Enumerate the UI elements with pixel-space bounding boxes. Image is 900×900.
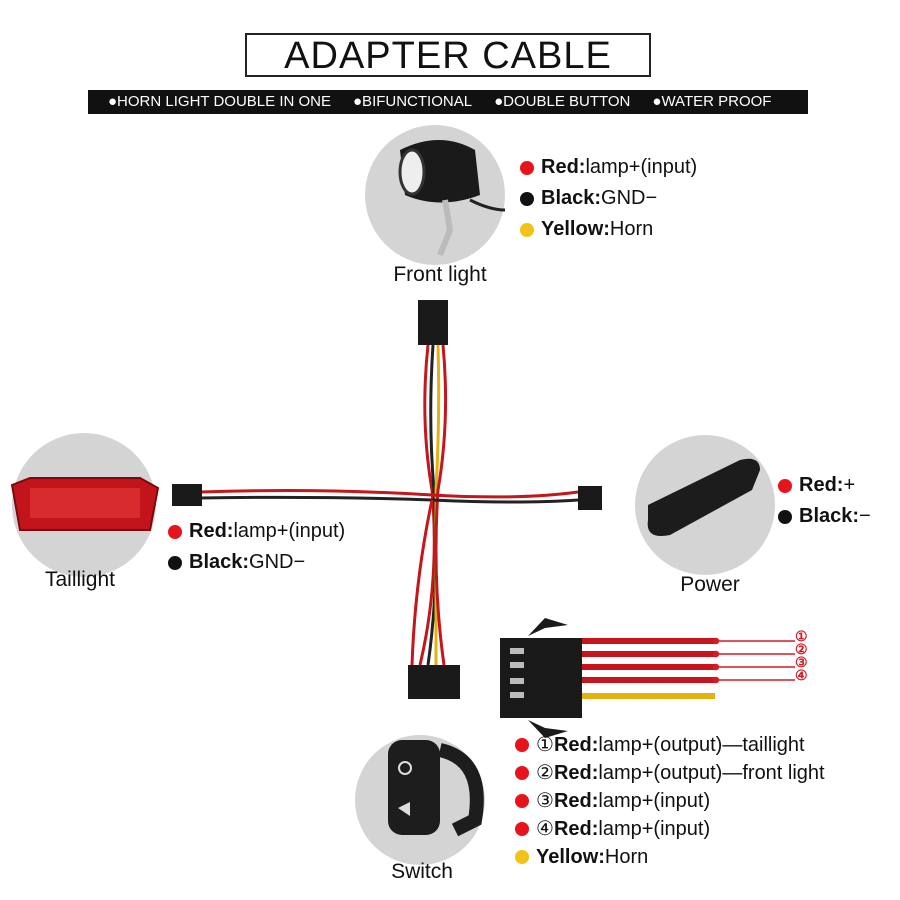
wire-color: Black: [189, 551, 250, 573]
pin-label: ② [795, 641, 808, 657]
wire-color: Red: [799, 474, 844, 496]
red-dot-icon [778, 478, 792, 493]
wire-color: Red: [189, 520, 234, 542]
red-dot-icon [515, 766, 529, 780]
wire-color: Red: [553, 762, 599, 784]
black-dot-icon [520, 191, 534, 206]
legend-item: Black:− [778, 501, 871, 532]
front-light-caption: Front light [393, 263, 487, 286]
wire-function: Horn [609, 218, 654, 240]
feature-item: ●DOUBLE BUTTON [494, 93, 631, 110]
taillight-legend: Red:lamp+(input)Black:GND− [168, 516, 345, 578]
red-dot-icon [168, 524, 182, 539]
legend-item: Red:lamp+(input) [520, 152, 697, 183]
wire-function: lamp+(input) [585, 156, 698, 178]
legend-item: Black:GND− [168, 547, 345, 578]
wire-function: GND− [601, 187, 658, 209]
power-legend: Red:+Black:− [778, 470, 871, 532]
taillight-connector [172, 484, 202, 506]
wire-function: lamp+(input) [233, 520, 346, 542]
yellow-dot-icon [515, 850, 529, 864]
pin-label: ① [795, 628, 808, 644]
legend-item: Yellow:Horn [515, 843, 825, 871]
pin-number: ② [536, 762, 554, 784]
pin-number: ④ [536, 818, 554, 840]
red-dot-icon [515, 822, 529, 836]
wire-color: Yellow: [541, 218, 610, 240]
front-connector [418, 300, 448, 345]
wire-color: Black: [799, 505, 860, 527]
wire-color: Yellow: [536, 846, 605, 868]
wire-color: Red: [553, 734, 599, 756]
power-caption: Power [680, 573, 740, 596]
switch-caption: Switch [391, 860, 453, 883]
battery-icon [647, 458, 760, 536]
black-dot-icon [168, 555, 182, 570]
wire-function: GND− [249, 551, 306, 573]
page-title: ADAPTER CABLE [245, 33, 651, 77]
red-dot-icon [520, 160, 534, 175]
wire-function: Horn [604, 846, 649, 868]
pin-number: ③ [536, 790, 554, 812]
wire-color: Red: [553, 790, 599, 812]
wire-function: lamp+(input) [598, 818, 711, 840]
legend-item: Yellow:Horn [520, 214, 697, 245]
pin-labels: ① ② ③ ④ [795, 628, 808, 683]
switch-connector [408, 665, 460, 699]
wire-function: lamp+(input) [598, 790, 711, 812]
yellow-dot-icon [520, 222, 534, 237]
wire-bundle [199, 344, 579, 666]
legend-item: Red:lamp+(input) [168, 516, 345, 547]
pin-detail [500, 618, 795, 738]
pin-label: ③ [795, 654, 808, 670]
power-connector [578, 486, 602, 510]
legend-item: Red:+ [778, 470, 871, 501]
taillight-icon [10, 477, 160, 531]
wire-color: Red: [541, 156, 586, 178]
red-dot-icon [515, 794, 529, 808]
feature-item: ●HORN LIGHT DOUBLE IN ONE [108, 93, 331, 110]
legend-item: Black:GND− [520, 183, 697, 214]
red-dot-icon [515, 738, 529, 752]
wire-function: lamp+(output)—taillight [598, 734, 805, 756]
wire-function: + [843, 474, 856, 496]
switch-icon [388, 740, 484, 837]
black-dot-icon [778, 509, 792, 524]
feature-item: ●BIFUNCTIONAL [353, 93, 473, 110]
front-light-legend: Red:lamp+(input)Black:GND−Yellow:Horn [520, 152, 697, 245]
pin-label: ④ [795, 667, 808, 683]
wire-function: lamp+(output)—front light [598, 762, 825, 784]
feature-item: ●WATER PROOF [652, 93, 772, 110]
feature-banner: ●HORN LIGHT DOUBLE IN ONE ●BIFUNCTIONAL … [88, 90, 808, 114]
front-lamp-icon [398, 140, 506, 257]
wire-color: Black: [541, 187, 602, 209]
wire-color: Red: [553, 818, 599, 840]
taillight-caption: Taillight [44, 568, 116, 591]
pin-number: ① [536, 734, 554, 756]
wire-function: − [859, 505, 871, 527]
